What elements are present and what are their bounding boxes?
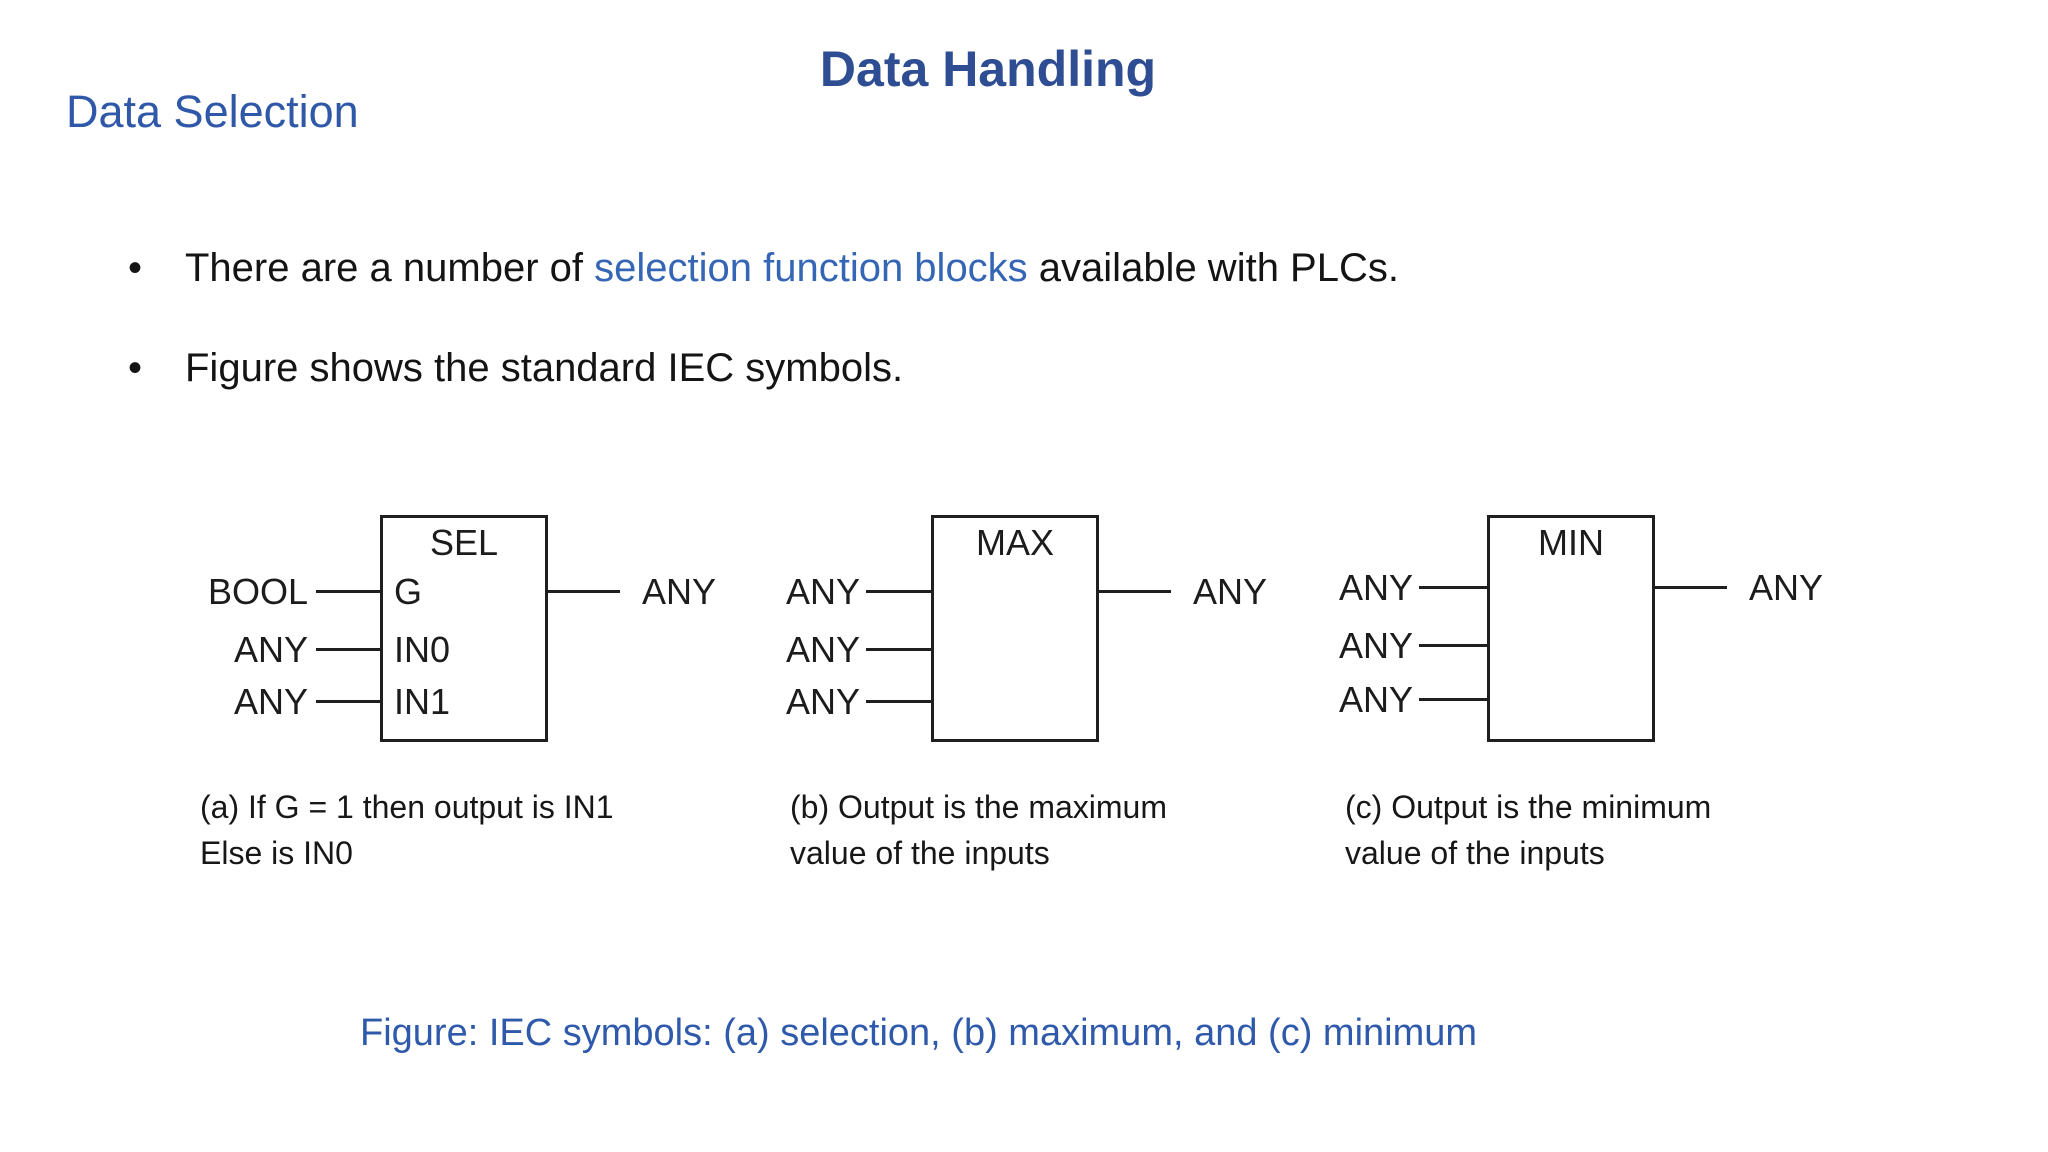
input-type-any: ANY	[1338, 679, 1413, 720]
highlight-text: selection function blocks	[594, 246, 1028, 290]
function-block-max-title: MAX	[975, 522, 1054, 563]
bullet-marker: •	[128, 246, 143, 290]
input-type-any: ANY	[785, 571, 860, 612]
input-wire	[866, 590, 931, 593]
block-caption-b: (b) Output is the maximum value of the i…	[790, 784, 1167, 876]
block-caption-c-line1: (c) Output is the minimum	[1345, 789, 1712, 825]
function-block-min	[1487, 515, 1655, 742]
input-wire	[1419, 698, 1487, 701]
figure-caption: Figure: IEC symbols: (a) selection, (b) …	[360, 1012, 1478, 1054]
bullet-text: There are a number of selection function…	[185, 246, 1399, 291]
bullet-item-1: • There are a number of selection functi…	[128, 246, 1399, 291]
bullet-text-post: available with PLCs.	[1027, 246, 1399, 290]
input-type-any: ANY	[785, 681, 860, 722]
input-type-any: ANY	[1338, 625, 1413, 666]
pin-label-g: G	[394, 571, 423, 612]
bullet-marker: •	[128, 346, 143, 390]
slide-title: Data Handling	[819, 41, 1157, 97]
output-type-label: ANY	[1193, 571, 1268, 612]
input-wire	[1419, 586, 1487, 589]
input-type-any: ANY	[1338, 567, 1413, 608]
bullet-item-2: • Figure shows the standard IEC symbols.	[128, 346, 903, 391]
output-type-label: ANY	[1749, 567, 1824, 608]
function-block-sel-title: SEL	[429, 522, 499, 563]
input-wire	[866, 648, 931, 651]
input-wire	[1419, 644, 1487, 647]
pin-label-in1: IN1	[394, 681, 451, 722]
input-wire	[316, 648, 380, 651]
input-wire	[866, 700, 931, 703]
input-wire	[316, 590, 380, 593]
block-caption-a-line2: Else is IN0	[200, 835, 353, 871]
input-type-bool: BOOL	[207, 571, 308, 612]
section-heading: Data Selection	[66, 86, 359, 137]
output-wire	[548, 590, 620, 593]
block-caption-c: (c) Output is the minimum value of the i…	[1345, 784, 1711, 876]
input-wire	[316, 700, 380, 703]
block-caption-b-line1: (b) Output is the maximum	[790, 789, 1167, 825]
output-type-label: ANY	[642, 571, 717, 612]
pin-label-in0: IN0	[394, 629, 451, 670]
block-caption-a-line1: (a) If G = 1 then output is IN1	[200, 789, 614, 825]
bullet-text: Figure shows the standard IEC symbols.	[185, 346, 904, 390]
output-wire	[1099, 590, 1171, 593]
function-block-max	[931, 515, 1099, 742]
block-caption-c-line2: value of the inputs	[1345, 835, 1605, 871]
function-block-min-title: MIN	[1538, 522, 1604, 563]
block-caption-a: (a) If G = 1 then output is IN1 Else is …	[200, 784, 614, 876]
input-type-any: ANY	[233, 629, 308, 670]
input-type-any: ANY	[785, 629, 860, 670]
input-type-any: ANY	[233, 681, 308, 722]
block-caption-b-line2: value of the inputs	[790, 835, 1050, 871]
function-block-sel	[380, 515, 548, 742]
bullet-text-pre: There are a number of	[185, 246, 595, 290]
output-wire	[1655, 586, 1727, 589]
